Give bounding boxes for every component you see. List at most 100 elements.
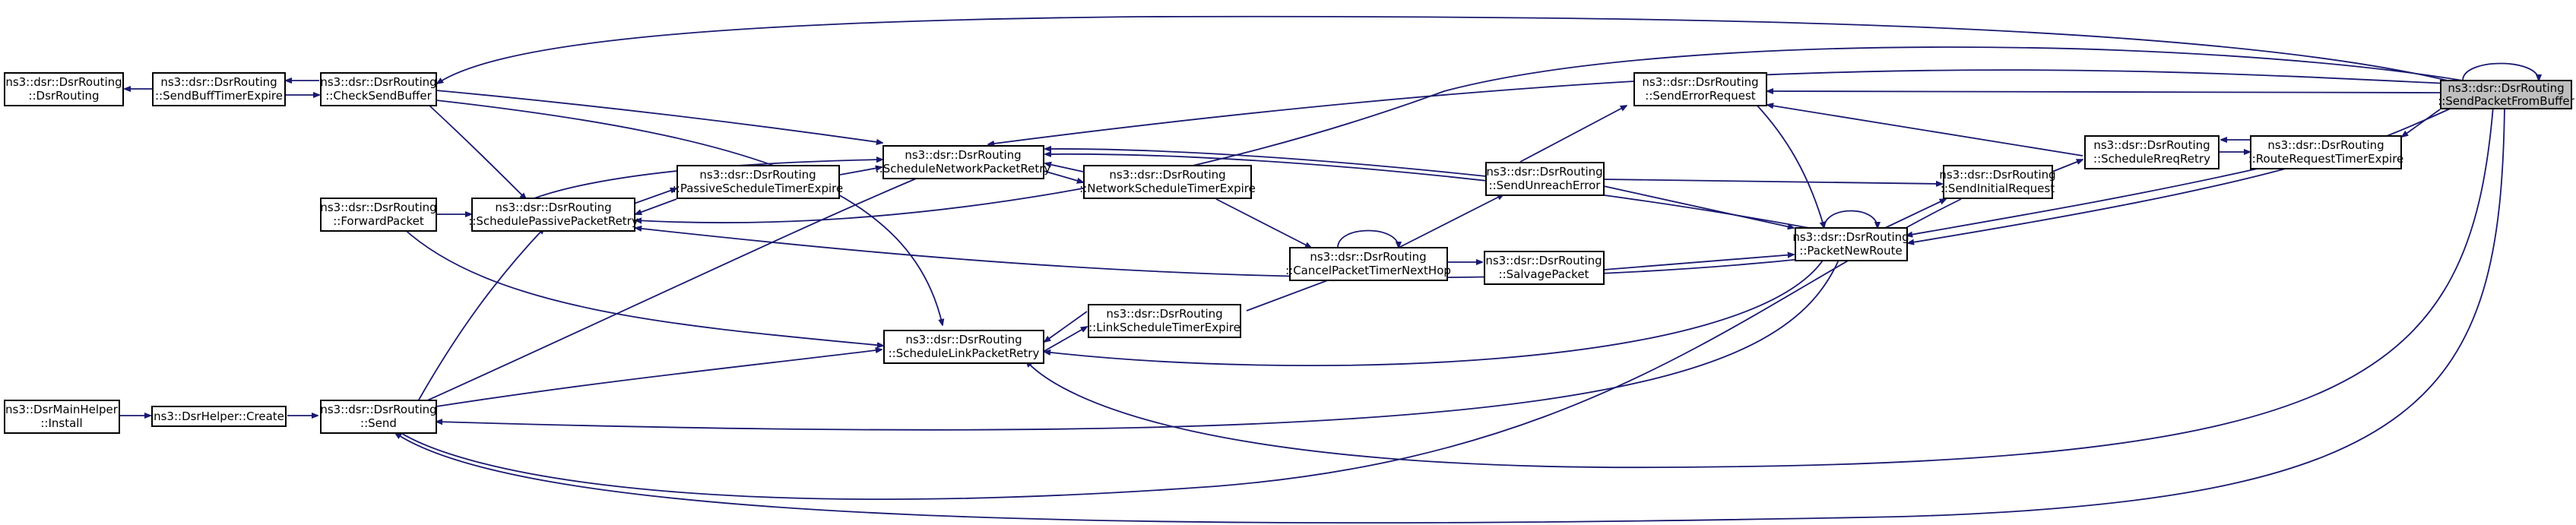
node-cancelpackettimernexthop[interactable]: ns3::dsr::DsrRouting ::CancelPacketTimer… [1285,247,1451,281]
edge-sendpacket-routerequest [2402,109,2441,137]
node-dsrrouting-line1: ns3::dsr::DsrRouting [5,75,122,89]
edge-sendinitial-send [395,198,1962,501]
node-packetnewroute-line2: ::PacketNewRoute [1799,244,1902,258]
node-salvagepacket-line2: ::SalvagePacket [1499,267,1589,281]
edge-linktimer-cancel [1246,277,1338,312]
node-sendinitialrequest-line1: ns3::dsr::DsrRouting [1939,168,2055,182]
node-dsrmainhelperinstall-line2: ::Install [40,416,82,430]
node-schedulenetworkpacketretry-line1: ns3::dsr::DsrRouting [905,148,1021,162]
node-schedulereqretry-line1: ns3::dsr::DsrRouting [2093,138,2210,152]
node-sendbufftimerexpire-line2: ::SendBuffTimerExpire [155,89,283,103]
node-sendpacketfrombuffer-line1: ns3::dsr::DsrRouting [2448,81,2564,95]
node-senderrorrequest-line1: ns3::dsr::DsrRouting [1642,75,1758,89]
edge-routerequest-packetnewroute [1906,168,2258,236]
edge-packetnewroute-self [1823,210,1877,229]
node-senderrorrequest[interactable]: ns3::dsr::DsrRouting ::SendErrorRequest [1633,72,1767,106]
edge-salvage-packetnewroute [1603,255,1794,270]
node-schedulelinkpacketretry-line2: ::ScheduleLinkPacketRetry [889,346,1040,360]
node-sendinitialrequest-line2: ::SendInitialRequest [1941,182,2055,195]
node-sendunreacherror-line1: ns3::dsr::DsrRouting [1486,165,1602,179]
edge-sendpacket-schedulelink [1026,106,2494,469]
node-checksendbuffer-line2: ::CheckSendBuffer [325,89,432,103]
edge-passivetimer-schedulepassive [635,198,677,214]
edge-senderror-packetnewroute [1755,103,1824,228]
node-routerequesttimerexpire-line2: ::RouteRequestTimerExpire [2248,152,2404,166]
edge-sendunreach-packetnewroute [1603,185,1794,228]
edge-sendunreach-senderror [1519,106,1627,163]
node-schedulenetworkpacketretry-line2: ::ScheduleNetworkPacketRetry [876,162,1051,176]
node-dsrhelpercreate[interactable]: ns3::DsrHelper::Create [151,406,287,427]
node-packetnewroute[interactable]: ns3::dsr::DsrRouting ::PacketNewRoute [1792,227,1909,261]
edge-passivetimer-schedulenetwork [839,167,882,176]
node-sendbufftimerexpire[interactable]: ns3::dsr::DsrRouting ::SendBuffTimerExpi… [152,72,286,106]
edge-packetnewroute-sendinitial [1884,199,1946,229]
edge-sendpacketfrombuffer-self [2462,62,2539,81]
edge-sendpacket-send [395,106,2505,524]
node-routerequesttimerexpire[interactable]: ns3::dsr::DsrRouting ::RouteRequestTimer… [2248,135,2404,169]
node-schedulepassivepacketretry[interactable]: ns3::dsr::DsrRouting ::SchedulePassivePa… [468,198,638,232]
node-passiveschedultimerexpire[interactable]: ns3::dsr::DsrRouting ::PassiveScheduleTi… [673,165,844,199]
node-schedulereqretry-line2: ::ScheduleRreqRetry [2093,152,2210,166]
node-dsrhelpercreate-line1: ns3::DsrHelper::Create [154,410,284,423]
node-sendunreacherror-line2: ::SendUnreachError [1489,179,1602,192]
node-cancelpackettimernexthop-line2: ::CancelPacketTimerNextHop [1285,264,1451,277]
node-schedulelinkpacketretry-line1: ns3::dsr::DsrRouting [905,333,1022,346]
node-schedulepassivepacketretry-line1: ns3::dsr::DsrRouting [495,201,611,214]
node-checksendbuffer[interactable]: ns3::dsr::DsrRouting ::CheckSendBuffer [320,72,437,106]
node-schedulereqretry[interactable]: ns3::dsr::DsrRouting ::ScheduleRreqRetry [2084,135,2220,169]
node-passiveschedultimerexpire-line2: ::PassiveScheduleTimerExpire [673,182,844,195]
edge-checksendbuffer-schedulenetwork [436,90,882,143]
edge-sendunreach-sendinitial [1603,179,1942,184]
node-sendunreacherror[interactable]: ns3::dsr::DsrRouting ::SendUnreachError [1485,162,1605,196]
edge-packetnewroute-schedulepassive [635,228,1810,279]
edge-sendinitial-schedulerreq [2052,159,2083,172]
node-dsrmainhelperinstall-line1: ns3::DsrMainHelper [5,403,119,416]
node-send-line2: ::Send [360,416,397,430]
node-salvagepacket[interactable]: ns3::dsr::DsrRouting ::SalvagePacket [1484,251,1605,285]
node-cancelpackettimernexthop-line1: ns3::dsr::DsrRouting [1310,250,1426,264]
node-linkscheduletimerexpire[interactable]: ns3::dsr::DsrRouting ::LinkScheduleTimer… [1088,304,1241,338]
node-dsrmainhelperinstall[interactable]: ns3::DsrMainHelper ::Install [4,400,120,434]
edge-schedulepassive-passivetimer [633,188,676,204]
edge-schedulenetwork-networktimer [1043,170,1083,182]
edge-sendunreach-schedulenetwork [1045,149,1487,177]
edge-send-schedulenetwork [425,172,929,402]
node-linkscheduletimerexpire-line1: ns3::dsr::DsrRouting [1106,307,1222,321]
edge-schedulerreq-senderror [1767,105,2083,157]
edge-schedulelink-linktimer [1044,327,1087,352]
edge-send-schedulepassive [417,228,544,402]
node-schedulenetworkpacketretry[interactable]: ns3::dsr::DsrRouting ::ScheduleNetworkPa… [876,145,1051,179]
edge-networktimer-cancel [1215,198,1311,248]
edge-forwardpacket-schedulelink [402,227,883,346]
edge-send-schedulelink [436,349,882,407]
node-dsrrouting-line2: ::DsrRouting [28,89,99,103]
node-sendbufftimerexpire-line1: ns3::dsr::DsrRouting [160,75,277,89]
node-forwardpacket-line1: ns3::dsr::DsrRouting [320,201,436,214]
node-schedulepassivepacketretry-line2: ::SchedulePassivePacketRetry [468,214,638,228]
node-send-line1: ns3::dsr::DsrRouting [320,403,436,416]
node-forwardpacket-line2: ::ForwardPacket [333,214,424,228]
node-schedulelinkpacketretry[interactable]: ns3::dsr::DsrRouting ::ScheduleLinkPacke… [883,330,1044,364]
node-send[interactable]: ns3::dsr::DsrRouting ::Send [320,400,437,434]
node-dsrrouting[interactable]: ns3::dsr::DsrRouting ::DsrRouting [4,72,124,106]
node-packetnewroute-line1: ns3::dsr::DsrRouting [1792,230,1909,244]
node-salvagepacket-line1: ns3::dsr::DsrRouting [1485,254,1602,267]
nodes: ns3::dsr::DsrRouting ::DsrRouting ns3::d… [4,72,2575,434]
node-checksendbuffer-line1: ns3::dsr::DsrRouting [320,75,436,89]
edge-cancel-sendunreach [1398,195,1503,248]
node-sendpacketfrombuffer[interactable]: ns3::dsr::DsrRouting ::SendPacketFromBuf… [2438,80,2575,109]
edge-packetnewroute-send [436,258,1840,431]
edge-networktimer-schedulenetwork [1045,163,1084,172]
node-sendinitialrequest[interactable]: ns3::dsr::DsrRouting ::SendInitialReques… [1939,165,2056,199]
edge-linktimer-schedulelink [1044,311,1088,342]
edge-packetnewroute-schedulenetwork [1045,154,1810,229]
edge-cancel-self [1337,229,1399,248]
edge-sendpacket-schedulepassive [635,46,2464,223]
node-networkscheduletimerexpire[interactable]: ns3::dsr::DsrRouting ::NetworkScheduleTi… [1079,165,1256,199]
node-forwardpacket[interactable]: ns3::dsr::DsrRouting ::ForwardPacket [320,198,437,232]
node-passiveschedultimerexpire-line1: ns3::dsr::DsrRouting [699,168,816,182]
node-senderrorrequest-line2: ::SendErrorRequest [1645,89,1755,103]
edge-checksendbuffer-schedulepassive [429,105,526,199]
node-routerequesttimerexpire-line1: ns3::dsr::DsrRouting [2267,138,2384,152]
